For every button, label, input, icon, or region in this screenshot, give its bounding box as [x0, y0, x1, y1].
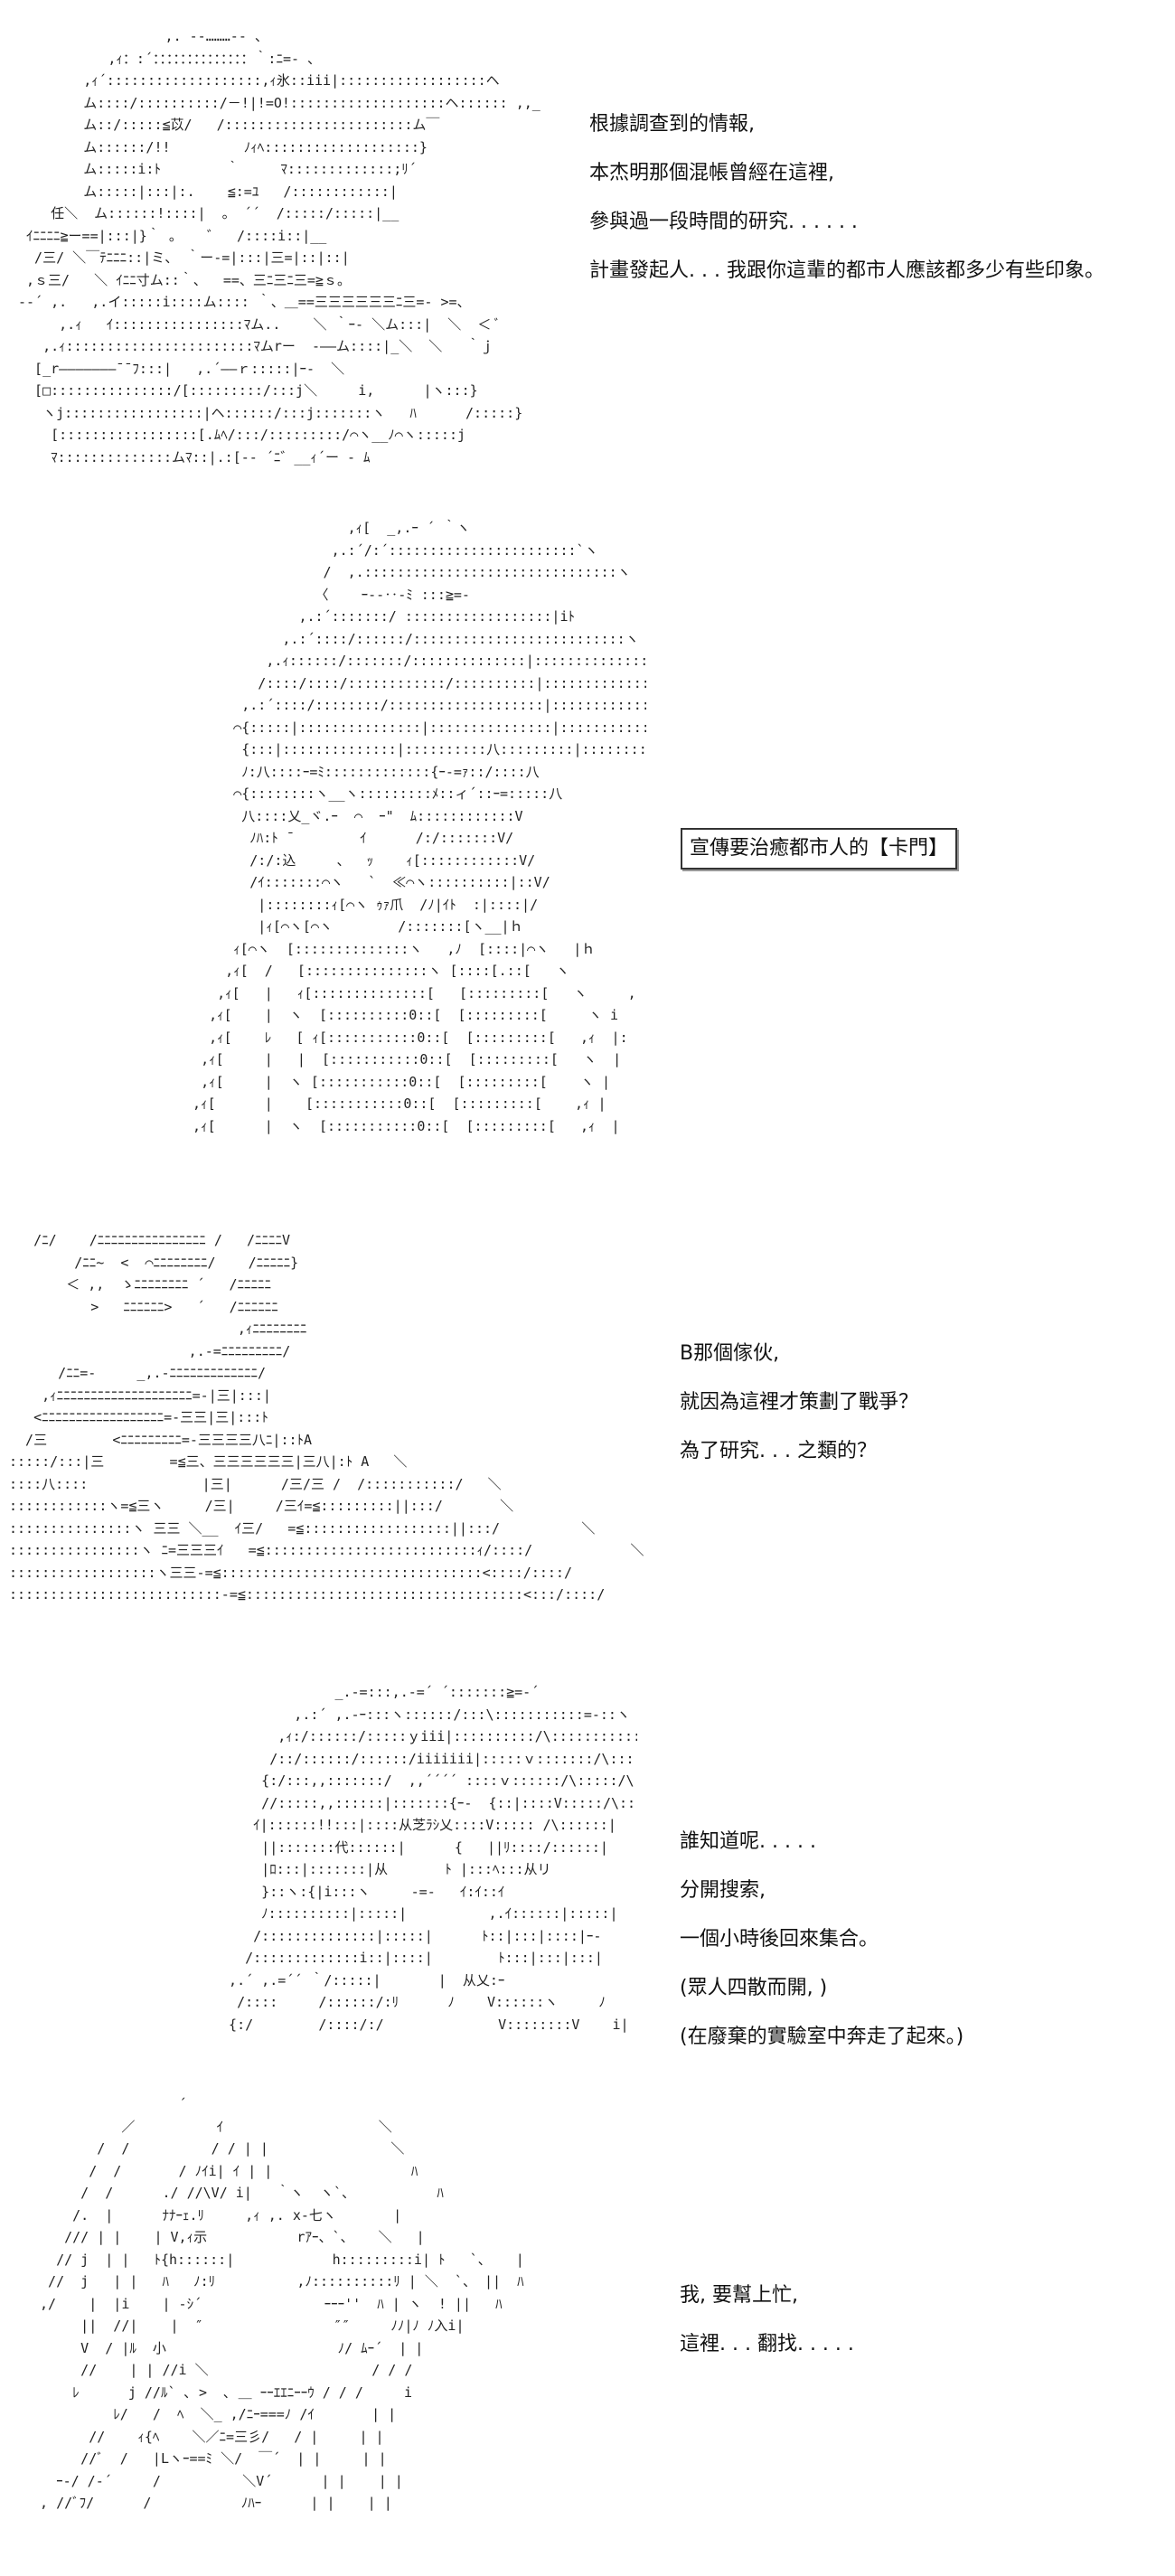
dialogue-line: 一個小時後回來集合。: [680, 1928, 879, 1951]
ascii-art-character-2: ,ｨ[ _,.ｰ ´ ｀ヽ ,.:´/:´:::::::::::::::::::…: [193, 520, 646, 1134]
dialogue-block-5: 我, 要幫上忙, 這裡. . . 翻找. . . . .: [680, 2280, 854, 2377]
panel-1: ,. -‐………‐- 、 ,ｨ：:´：：：：：：：：：：：：：：｀:ﾆ=- 、 …: [0, 0, 1175, 488]
dialogue-line: 根據調查到的情報,: [589, 113, 755, 136]
caption-box: 宣傳要治癒都市人的【卡門】: [681, 828, 958, 870]
dialogue-line: (在廢棄的實驗室中奔走了起來。): [680, 2026, 964, 2048]
dialogue-line: B那個傢伙,: [680, 1342, 780, 1365]
dialogue-line: 分開搜索,: [680, 1879, 766, 1902]
dialogue-line: 這裡. . . 翻找. . . . .: [680, 2333, 854, 2355]
dialogue-line: 誰知道呢. . . . .: [680, 1830, 816, 1853]
dialogue-block-4: 誰知道呢. . . . . 分開搜索, 一個小時後回來集合。 (眾人四散而開, …: [680, 1826, 964, 2070]
dialogue-line: 本杰明那個混帳曾經在這裡,: [589, 162, 834, 184]
panel-4: _.-=:::,.-=´ ´:::::::≧=-´ ,.:´ ,.-ｰ:::ヽ:…: [0, 1663, 1175, 2070]
panel-3: /ﾆ/ /ﾆﾆﾆﾆﾆﾆﾆﾆﾆﾆﾆﾆﾆﾆﾆﾆ / /ﾆﾆﾆﾆV /ﾆﾆ~ < ⌒ﾆ…: [0, 1211, 1175, 1645]
dialogue-line: 就因為這裡才策劃了戰爭？: [680, 1391, 919, 1414]
dialogue-line: 計畫發起人. . . 我跟你這輩的都市人應該都多少有些印象。: [589, 259, 1104, 282]
ascii-art-character-1: ,. -‐………‐- 、 ,ｨ：:´：：：：：：：：：：：：：：｀:ﾆ=- 、 …: [18, 28, 540, 465]
dialogue-line: 為了研究. . . 之類的？: [680, 1440, 877, 1462]
ascii-art-character-3: /ﾆ/ /ﾆﾆﾆﾆﾆﾆﾆﾆﾆﾆﾆﾆﾆﾆﾆﾆ / /ﾆﾆﾆﾆV /ﾆﾆ~ < ⌒ﾆ…: [9, 1232, 644, 1603]
ascii-art-character-5: ´ ／ ｲ ＼ / / / / | | ＼ / / / ﾉｲi| ｲ | | ﾊ…: [40, 2096, 524, 2511]
dialogue-line: 參與過一段時間的研究. . . . . .: [589, 211, 858, 233]
ascii-art-character-4: _.-=:::,.-=´ ´:::::::≧=-´ ,.:´ ,.-ｰ:::ヽ:…: [229, 1684, 637, 2033]
panel-2: ,ｨ[ _,.ｰ ´ ｀ヽ ,.:´/:´:::::::::::::::::::…: [0, 506, 1175, 1193]
dialogue-block-3: B那個傢伙, 就因為這裡才策劃了戰爭？ 為了研究. . . 之類的？: [680, 1338, 918, 1484]
panel-5: ´ ／ ｲ ＼ / / / / | | ＼ / / / ﾉｲi| ｲ | | ﾊ…: [0, 2088, 1175, 2576]
dialogue-block-1: 根據調查到的情報, 本杰明那個混帳曾經在這裡, 參與過一段時間的研究. . . …: [589, 108, 1104, 304]
dialogue-line: 我, 要幫上忙,: [680, 2284, 798, 2307]
dialogue-line: (眾人四散而開, ): [680, 1977, 828, 1999]
